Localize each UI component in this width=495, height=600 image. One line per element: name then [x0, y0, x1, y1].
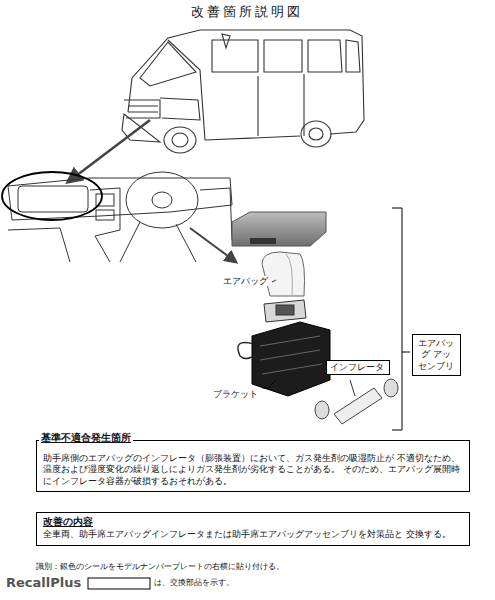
- bracket-part: [238, 322, 330, 396]
- notice-box: 改善の内容全車両、助手席エアバッグインフレータまたは助手席エアバッグアッセンブリ…: [36, 512, 470, 546]
- note-text: は、交換部品を示す。: [154, 578, 234, 588]
- dashboard-drawing: [8, 172, 232, 262]
- pointer-arrow: [190, 228, 236, 262]
- note-text: 識別：銀色のシールをモデルナンバープレートの右横に貼り付ける。: [36, 562, 284, 572]
- part-label: エアバッグ: [223, 276, 268, 286]
- airbag-lid: [232, 212, 326, 246]
- retainer: [264, 300, 306, 322]
- pointer-arrow: [68, 120, 150, 182]
- highlight-circle: [2, 172, 102, 220]
- part-label-box: インフレータ: [326, 360, 390, 375]
- marker-box: [88, 578, 150, 589]
- box-text: エアバッグ アッセンブリ: [417, 338, 455, 372]
- van-drawing: [122, 30, 364, 153]
- airbag-cushion: [262, 252, 305, 296]
- box-heading: 改善の内容: [43, 516, 93, 529]
- box-text: インフレータ: [330, 362, 386, 373]
- part-label-box: エアバッグ アッセンブリ: [412, 334, 461, 376]
- inflator-part: [315, 379, 398, 424]
- group-bracket: [392, 208, 410, 430]
- box-heading: 基準不適合発生箇所: [39, 432, 133, 445]
- box-text: 助手席側のエアバッグのインフレータ（膨張装置）において、ガス発生剤の吸湿防止が …: [43, 453, 463, 487]
- box-text: 全車両、助手席エアバッグインフレータまたは助手席エアバッグアッセンブリを対策品と…: [43, 529, 463, 540]
- diagram-title: 改善箇所説明図: [191, 4, 303, 20]
- notice-box: 基準不適合発生箇所助手席側のエアバッグのインフレータ（膨張装置）において、ガス発…: [36, 440, 470, 492]
- watermark: RecallPlus: [6, 575, 81, 591]
- leader-line: [262, 280, 355, 396]
- part-label: ブラケット: [213, 389, 258, 399]
